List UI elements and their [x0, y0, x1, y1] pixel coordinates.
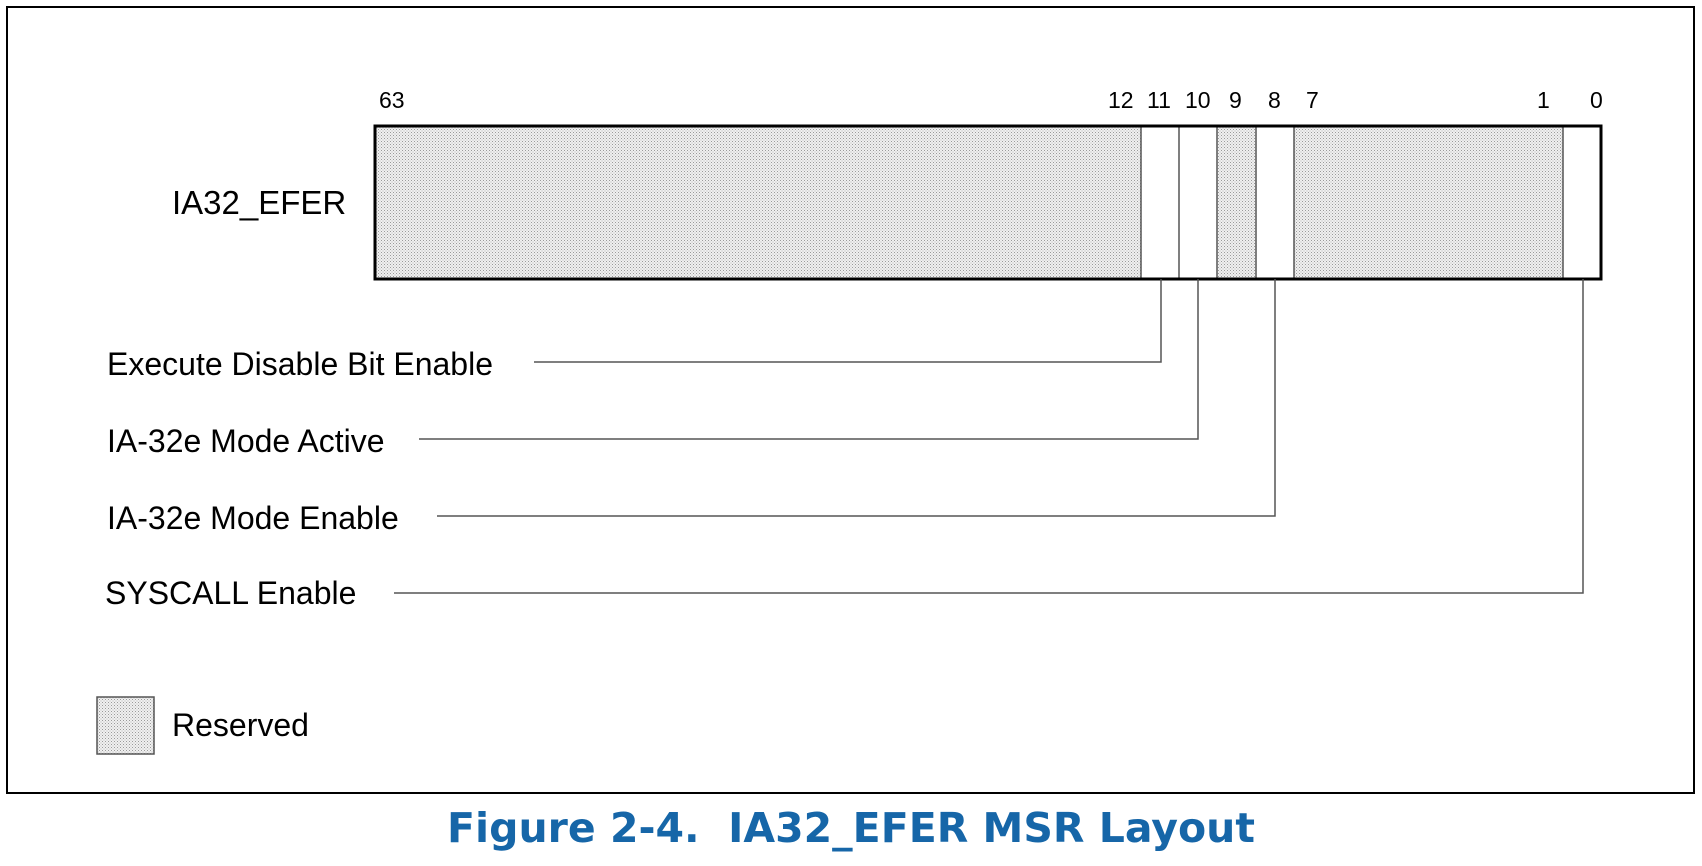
legend-reserved-swatch [96, 696, 155, 755]
bit-11-cell [1141, 126, 1179, 279]
leader-line-bit-11 [534, 279, 1162, 363]
leader-line-bit-8 [437, 279, 1276, 517]
register-diagram: IA32_EFER 63 12 11 10 9 8 7 1 0 Execute [96, 87, 1603, 755]
field-label-execute-disable: Execute Disable Bit Enable [107, 346, 493, 382]
bit-label-7: 7 [1306, 87, 1319, 113]
bit-label-8: 8 [1268, 87, 1281, 113]
bit-0-cell [1563, 126, 1601, 279]
bit-label-63: 63 [379, 87, 405, 113]
leader-line-bit-0 [394, 279, 1584, 594]
field-label-ia32e-mode-active: IA-32e Mode Active [107, 423, 384, 459]
bit-label-12: 12 [1108, 87, 1134, 113]
bit-label-0: 0 [1590, 87, 1603, 113]
bit-10-cell [1179, 126, 1217, 279]
figure-caption: Figure 2-4. IA32_EFER MSR Layout [447, 804, 1255, 852]
bit-label-1: 1 [1537, 87, 1550, 113]
register-name: IA32_EFER [172, 184, 346, 221]
bit-label-10: 10 [1185, 87, 1211, 113]
bit-label-11: 11 [1147, 87, 1171, 113]
leader-line-bit-10 [419, 279, 1199, 440]
figure-frame [6, 6, 1695, 794]
field-label-syscall-enable: SYSCALL Enable [105, 575, 356, 611]
register-box [373, 124, 1603, 281]
field-label-ia32e-mode-enable: IA-32e Mode Enable [107, 500, 399, 536]
bit-8-cell [1256, 126, 1294, 279]
reserved-bits-63-12 [375, 126, 1141, 279]
bit-label-9: 9 [1229, 87, 1242, 113]
legend-reserved-label: Reserved [172, 707, 309, 743]
reserved-bits-7-1 [1294, 126, 1563, 279]
reserved-bit-9 [1217, 126, 1256, 279]
